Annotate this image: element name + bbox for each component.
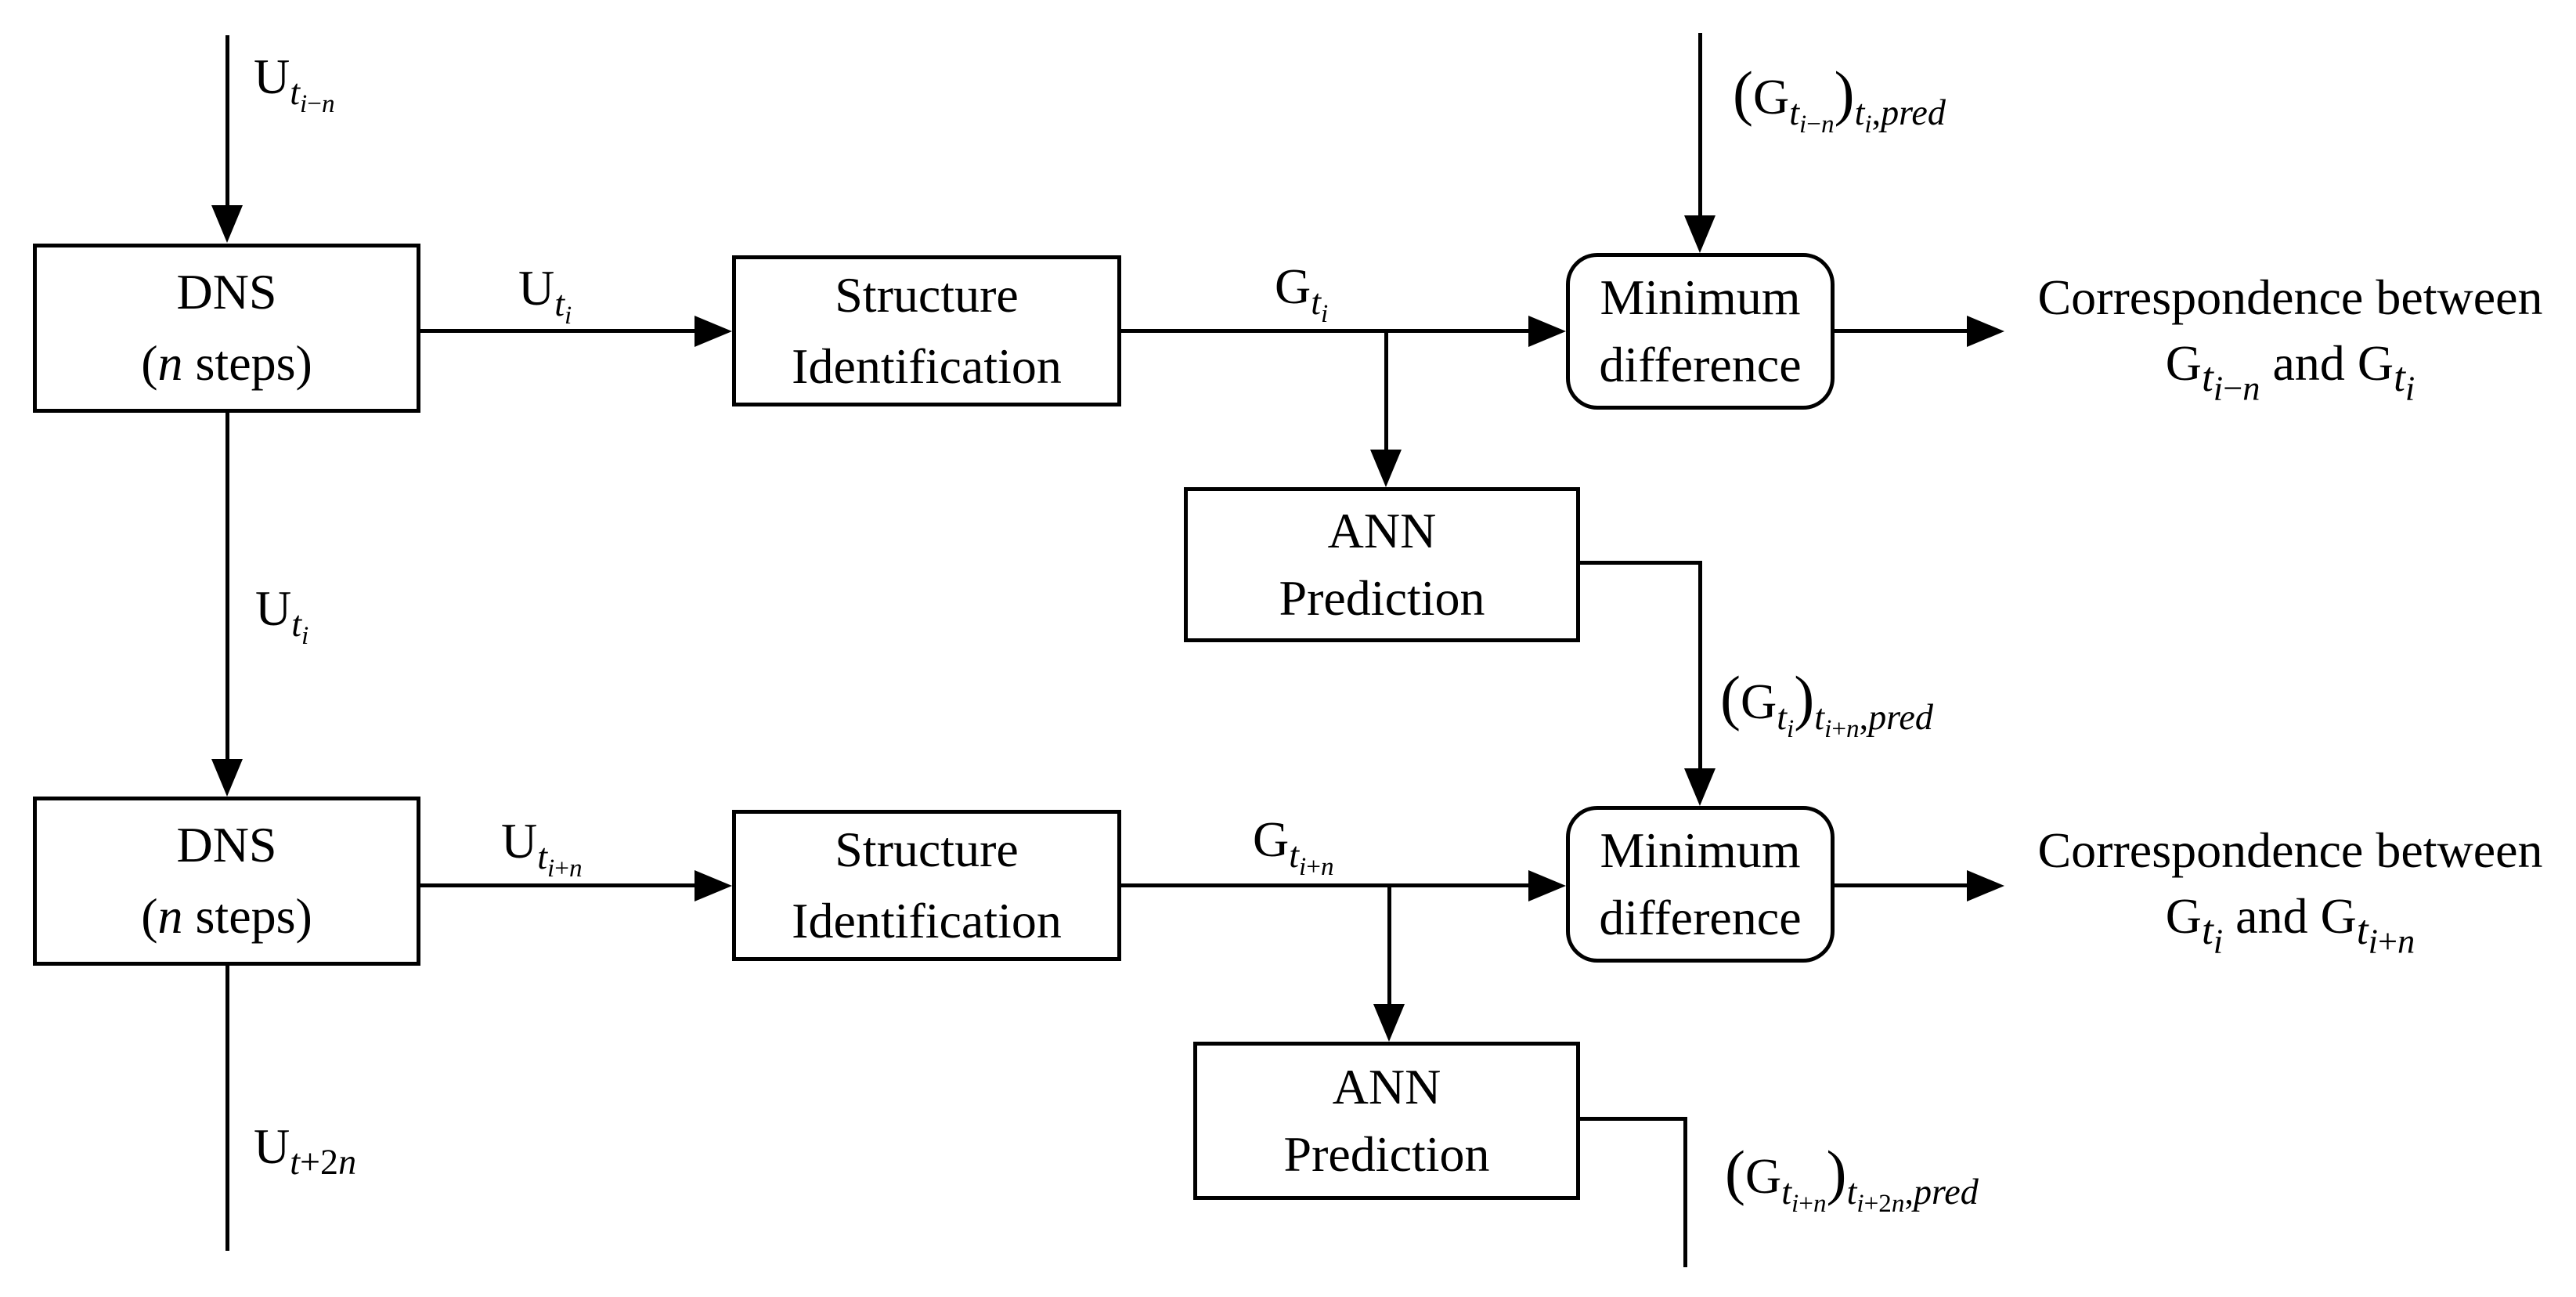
connector-input-top xyxy=(225,35,229,206)
connector-ann-top-elbow-v xyxy=(1698,561,1702,771)
arrowhead-right-icon xyxy=(695,870,732,901)
connector-structure-to-mindiff-bottom xyxy=(1121,883,1530,887)
ann-box-bottom-line1: ANN xyxy=(1332,1058,1441,1115)
arrowhead-down-icon xyxy=(211,205,243,243)
arrowhead-right-icon xyxy=(1967,870,2004,901)
arrowhead-down-icon xyxy=(211,759,243,797)
edge-label-u-t-i-top: Uti xyxy=(518,260,572,330)
mindiff-box-top-line1: Minimum xyxy=(1600,269,1801,325)
dns-box-top-line2: (n steps) xyxy=(141,335,312,391)
arrowhead-right-icon xyxy=(695,316,732,347)
connector-ann-bottom-elbow-h xyxy=(1580,1117,1687,1121)
edge-label-g-t-i-top: Gti xyxy=(1275,258,1329,328)
connector-structure-to-mindiff-top xyxy=(1121,329,1530,333)
correspondence-top-line1: Correspondence between xyxy=(2037,269,2543,325)
edge-label-u-t-i-plus-n: Uti+n xyxy=(501,813,583,883)
structure-box-top-line1: Structure xyxy=(835,266,1019,323)
edge-label-u-t-plus-2n: Ut+2n xyxy=(254,1118,357,1182)
connector-ann-top-elbow-h xyxy=(1580,561,1702,565)
connector-dns-top-to-dns-bottom xyxy=(225,413,229,760)
structure-identification-box-top: Structure Identification xyxy=(732,255,1121,406)
mindiff-box-bottom-line2: difference xyxy=(1599,890,1802,945)
structure-box-top-line2: Identification xyxy=(792,338,1062,394)
edge-label-g-pred-mid: (Gti)ti+n,pred xyxy=(1720,663,1933,743)
connector-dns-to-structure-top xyxy=(420,329,696,333)
arrowhead-right-icon xyxy=(1528,316,1566,347)
minimum-difference-box-bottom: Minimum difference xyxy=(1566,806,1835,963)
connector-dns-to-structure-bottom xyxy=(420,883,696,887)
ann-prediction-box-bottom: ANN Prediction xyxy=(1193,1042,1580,1200)
ann-prediction-box-top: ANN Prediction xyxy=(1184,487,1580,642)
connector-branch-to-ann-bottom xyxy=(1387,883,1391,1006)
connector-branch-to-ann-top xyxy=(1384,329,1388,451)
correspondence-bottom-line2: Gti and Gti+n xyxy=(2165,888,2415,961)
connector-pred-input-top xyxy=(1698,33,1702,217)
output-text-correspondence-top: Correspondence between Gti−n and Gti xyxy=(2004,265,2576,412)
ann-box-top-line2: Prediction xyxy=(1279,570,1485,626)
connector-dns-bottom-output xyxy=(225,966,229,1251)
arrowhead-down-icon xyxy=(1684,768,1716,806)
mindiff-box-bottom-line1: Minimum xyxy=(1600,822,1801,878)
edge-label-u-t-i-mid: Uti xyxy=(255,580,309,650)
output-text-correspondence-bottom: Correspondence between Gti and Gti+n xyxy=(2004,818,2576,965)
dns-box-bottom: DNS (n steps) xyxy=(33,797,420,966)
ann-box-bottom-line2: Prediction xyxy=(1283,1126,1490,1182)
structure-box-bottom-line2: Identification xyxy=(792,892,1062,948)
arrowhead-right-icon xyxy=(1528,870,1566,901)
connector-mindiff-to-output-top xyxy=(1835,329,1969,333)
dns-box-bottom-line1: DNS xyxy=(176,817,277,873)
arrowhead-down-icon xyxy=(1373,1004,1405,1042)
edge-label-g-pred-top: (Gti−n)ti,pred xyxy=(1733,59,1946,139)
connector-mindiff-to-output-bottom xyxy=(1835,883,1969,887)
dns-box-top-line1: DNS xyxy=(176,264,277,320)
correspondence-bottom-line1: Correspondence between xyxy=(2037,822,2543,878)
connector-ann-bottom-elbow-v xyxy=(1683,1117,1687,1267)
arrowhead-down-icon xyxy=(1370,450,1402,487)
edge-label-g-t-i-plus-n: Gti+n xyxy=(1253,811,1334,881)
arrowhead-down-icon xyxy=(1684,215,1716,253)
minimum-difference-box-top: Minimum difference xyxy=(1566,253,1835,410)
dns-box-top: DNS (n steps) xyxy=(33,244,420,413)
ann-box-top-line1: ANN xyxy=(1327,502,1437,558)
dns-box-bottom-line2: (n steps) xyxy=(141,888,312,944)
mindiff-box-top-line2: difference xyxy=(1599,337,1802,392)
correspondence-top-line2: Gti−n and Gti xyxy=(2165,335,2415,408)
structure-box-bottom-line1: Structure xyxy=(835,821,1019,877)
structure-identification-box-bottom: Structure Identification xyxy=(732,810,1121,961)
edge-label-g-pred-bottom: (Gti+n)ti+2n,pred xyxy=(1725,1138,1979,1218)
arrowhead-right-icon xyxy=(1967,316,2004,347)
edge-label-u-t-i-minus-n: Uti−n xyxy=(254,49,335,118)
